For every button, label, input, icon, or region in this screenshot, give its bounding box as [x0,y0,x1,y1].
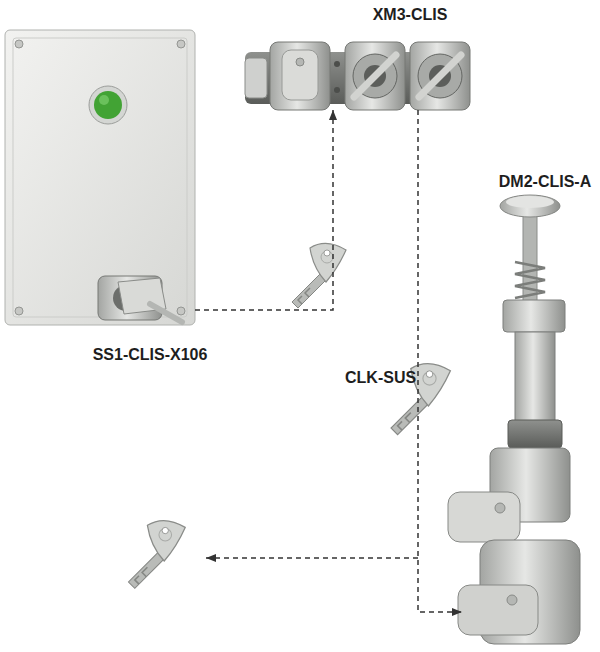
lock-body [490,448,570,522]
screw [15,307,23,315]
enclosure-body [5,30,195,325]
lock-tube [515,332,555,422]
key-exchange-unit [245,42,470,110]
lock-module [345,42,405,110]
button-highlight [99,95,109,105]
door-lock [448,195,580,644]
switch-enclosure [5,30,195,325]
clamp [503,300,565,332]
lock-module [410,42,470,110]
key-path-arrow [195,110,333,310]
part-node: XM3-CLIS [245,40,470,110]
socket-bar [419,55,461,97]
part-label: CLK-SUS [345,369,416,387]
mount-hole [334,87,340,93]
cover-emblem [296,58,304,66]
key-icon [129,521,186,589]
key-socket [418,54,462,98]
end-cap [245,58,267,98]
green-button [94,91,122,119]
part-node: SS1-CLIS-X106 [5,30,195,325]
plunger-knob [500,195,560,217]
enclosure-lid [13,38,187,317]
inserted-key-blade [150,304,182,322]
part-label: XM3-CLIS [373,6,448,24]
socket-bar [354,55,396,97]
part-label: DM2-CLIS-A [499,173,591,191]
key-path-arrow [206,557,418,559]
collar [508,420,562,448]
key-path-arrow [418,110,462,612]
cover-emblem [495,503,505,513]
socket-cover [282,50,318,100]
mount-hole [334,61,340,67]
socket-cover [458,585,538,635]
part-node: DM2-CLIS-A [462,195,585,650]
screw [177,40,185,48]
part-label: SS1-CLIS-X106 [93,346,208,364]
spring [515,262,545,298]
button-bezel [89,86,127,124]
knob-top [506,196,554,208]
screw [15,40,23,48]
screw [177,307,185,315]
key-icon [292,243,346,308]
socket-cover [448,492,520,542]
cover-emblem [507,595,517,605]
key-socket [353,54,397,98]
lock-module [270,42,330,110]
part-node: CLK-SUS [340,368,450,448]
